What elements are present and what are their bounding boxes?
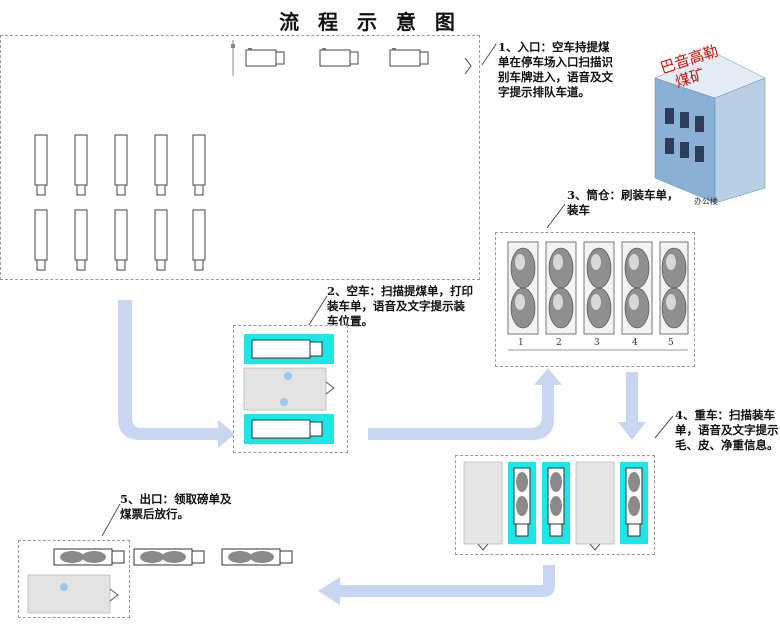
note-empty-line: 装车单，语音及文字提示装 (327, 299, 465, 313)
note-entrance: 1、入口：空车持提煤 单在停车场入口扫描识 别车牌进入，语音及文 字提示排队车道… (498, 40, 638, 100)
note-heavy-line: 单，语音及文字提示 (675, 423, 779, 437)
note-4-leader (654, 415, 674, 439)
silo-number: 3 (594, 338, 600, 348)
note-exit-line: 煤票后放行。 (120, 507, 189, 521)
note-entrance-line: 单在停车场入口扫描识 (498, 55, 613, 69)
silo-number: 1 (518, 338, 524, 348)
exit-arrow-icon (464, 57, 472, 75)
note-exit: 5、出口：领取磅单及 煤票后放行。 (120, 492, 260, 522)
note-heavy-line: 4、重车：扫描装车 (675, 408, 776, 422)
office-building (654, 52, 766, 204)
note-silo-line: 3、筒仓：刷装车单， (567, 188, 679, 202)
note-heavy: 4、重车：扫描装车 单，语音及文字提示 毛、皮、净重信息。 (675, 408, 780, 453)
office-label: 办公楼 (694, 197, 718, 206)
parked-trucks (34, 134, 206, 271)
note-silo: 3、筒仓：刷装车单， 装车 (567, 188, 687, 218)
silo-bays (507, 241, 689, 351)
note-2-leader (306, 295, 328, 329)
page-title: 流 程 示 意 图 (279, 10, 461, 34)
note-heavy-line: 毛、皮、净重信息。 (675, 438, 779, 452)
note-empty-line: 2、空车：扫描提煤单，打印 (327, 284, 474, 298)
empty-car-lanes (243, 334, 335, 444)
silo-number: 2 (556, 338, 562, 348)
queue-trucks-top (245, 48, 429, 67)
note-empty-line: 车位置。 (327, 314, 373, 328)
note-entrance-line: 1、入口：空车持提煤 (498, 40, 610, 54)
note-entrance-line: 别车牌进入，语音及文 (498, 70, 613, 84)
note-exit-line: 5、出口：领取磅单及 (120, 492, 232, 506)
exit-area-detail (27, 548, 293, 614)
entrance-gate-icon (231, 40, 235, 76)
note-1-leader (481, 43, 497, 66)
silo-number: 5 (668, 338, 674, 348)
note-silo-line: 装车 (567, 203, 590, 217)
silo-number: 4 (632, 338, 638, 348)
heavy-scale-lanes (463, 461, 648, 551)
note-5-leader (101, 503, 121, 537)
note-entrance-line: 字提示排队车道。 (498, 85, 590, 99)
note-3-leader (546, 203, 566, 229)
note-empty: 2、空车：扫描提煤单，打印 装车单，语音及文字提示装 车位置。 (327, 284, 497, 329)
